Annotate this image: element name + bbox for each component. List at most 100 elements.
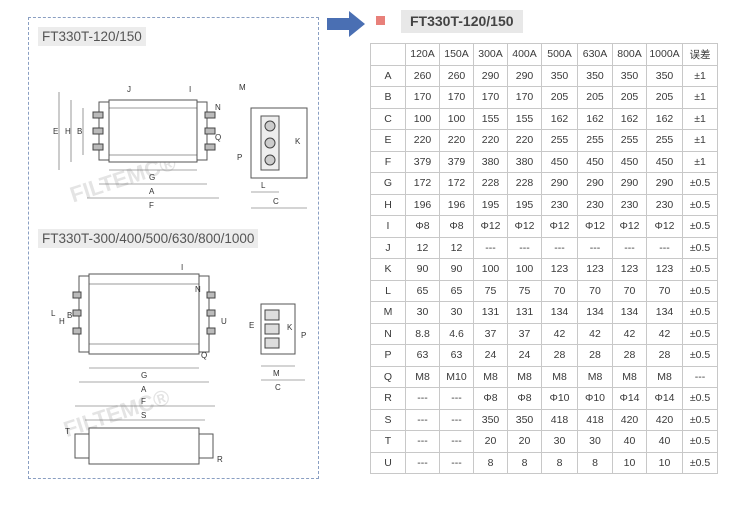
dim-label-s-2: S <box>141 411 146 420</box>
table-cell: ±0.5 <box>682 193 718 216</box>
table-cell: 195 <box>473 193 508 216</box>
table-cell: 70 <box>646 279 683 302</box>
dim-label-k: K <box>295 137 301 146</box>
drawing-ft330t-300-1000: FILTEMC® I N L H B U Q G A <box>29 254 320 476</box>
table-cell: Φ12 <box>577 215 613 238</box>
table-cell: 20 <box>473 430 508 453</box>
table-cell: --- <box>541 236 578 259</box>
table-cell: 100 <box>439 107 474 130</box>
table-cell: ±0.5 <box>682 387 718 410</box>
table-cell: 170 <box>507 86 542 109</box>
table-cell: 220 <box>473 129 508 152</box>
table-cell: 162 <box>541 107 578 130</box>
table-cell: 350 <box>577 64 613 87</box>
table-cell: 228 <box>507 172 542 195</box>
table-cell: 380 <box>473 150 508 173</box>
dim-label-l: L <box>261 181 266 190</box>
table-cell: 172 <box>439 172 474 195</box>
table-cell: 450 <box>541 150 578 173</box>
arrow-right-icon <box>327 11 365 42</box>
table-cell: --- <box>405 408 440 431</box>
table-cell: ±1 <box>682 107 718 130</box>
table-cell: 418 <box>577 408 613 431</box>
row-label: L <box>370 279 406 302</box>
table-cell: 220 <box>439 129 474 152</box>
dim-label-b: B <box>77 127 82 136</box>
table-cell: 30 <box>541 430 578 453</box>
table-cell: 450 <box>612 150 647 173</box>
table-cell: --- <box>646 236 683 259</box>
table-cell: 420 <box>612 408 647 431</box>
table-cell: 40 <box>612 430 647 453</box>
table-cell: ±0.5 <box>682 258 718 281</box>
row-label: U <box>370 451 406 474</box>
table-cell: M8 <box>405 365 440 388</box>
table-cell: 418 <box>541 408 578 431</box>
table-cell: 134 <box>612 301 647 324</box>
drawing-title-bottom: FT330T-300/400/500/630/800/1000 <box>38 229 259 248</box>
dim-label-p-2: P <box>301 331 306 340</box>
table-cell: Φ14 <box>646 387 683 410</box>
table-cell: ±1 <box>682 64 718 87</box>
column-header: 300A <box>473 43 508 66</box>
dim-label-c-2: C <box>275 383 281 392</box>
table-cell: ±1 <box>682 86 718 109</box>
table-cell: 228 <box>473 172 508 195</box>
drawing-ft330t-120-150: FILTEMC® E H B G <box>29 52 320 222</box>
row-label: A <box>370 64 406 87</box>
table-cell: 290 <box>612 172 647 195</box>
dim-label-u-2: U <box>221 317 227 326</box>
column-header: 800A <box>612 43 647 66</box>
table-cell: 220 <box>405 129 440 152</box>
table-cell: 170 <box>405 86 440 109</box>
table-cell: 123 <box>646 258 683 281</box>
table-cell: 196 <box>439 193 474 216</box>
table-cell: 196 <box>405 193 440 216</box>
table-cell: 450 <box>577 150 613 173</box>
row-label: C <box>370 107 406 130</box>
table-cell: 290 <box>577 172 613 195</box>
dim-label-m: M <box>239 83 246 92</box>
table-cell: 70 <box>541 279 578 302</box>
table-cell: 350 <box>507 408 542 431</box>
row-label: M <box>370 301 406 324</box>
table-cell: 28 <box>646 344 683 367</box>
table-cell: 75 <box>473 279 508 302</box>
bullet-square-icon <box>376 16 385 25</box>
table-cell: 255 <box>577 129 613 152</box>
table-cell: 260 <box>405 64 440 87</box>
table-cell: 134 <box>541 301 578 324</box>
table-cell: 123 <box>612 258 647 281</box>
table-cell: 65 <box>405 279 440 302</box>
row-label: J <box>370 236 406 259</box>
table-cell: 12 <box>405 236 440 259</box>
table-cell: 131 <box>473 301 508 324</box>
table-cell: Φ10 <box>577 387 613 410</box>
table-cell: 123 <box>577 258 613 281</box>
table-cell: ±1 <box>682 129 718 152</box>
row-label: I <box>370 215 406 238</box>
row-label: E <box>370 129 406 152</box>
table-cell: 100 <box>507 258 542 281</box>
dim-label-n-2: N <box>195 285 201 294</box>
dim-label-f: F <box>149 201 154 210</box>
table-cell: 42 <box>541 322 578 345</box>
table-cell: 30 <box>405 301 440 324</box>
table-cell: 42 <box>646 322 683 345</box>
table-cell: 195 <box>507 193 542 216</box>
table-cell: 350 <box>612 64 647 87</box>
table-cell: --- <box>577 236 613 259</box>
table-cell: ±0.5 <box>682 430 718 453</box>
dim-label-e-2: E <box>249 321 254 330</box>
table-cell: Φ8 <box>473 387 508 410</box>
table-cell: 350 <box>646 64 683 87</box>
table-cell: 42 <box>612 322 647 345</box>
table-cell: Φ8 <box>405 215 440 238</box>
